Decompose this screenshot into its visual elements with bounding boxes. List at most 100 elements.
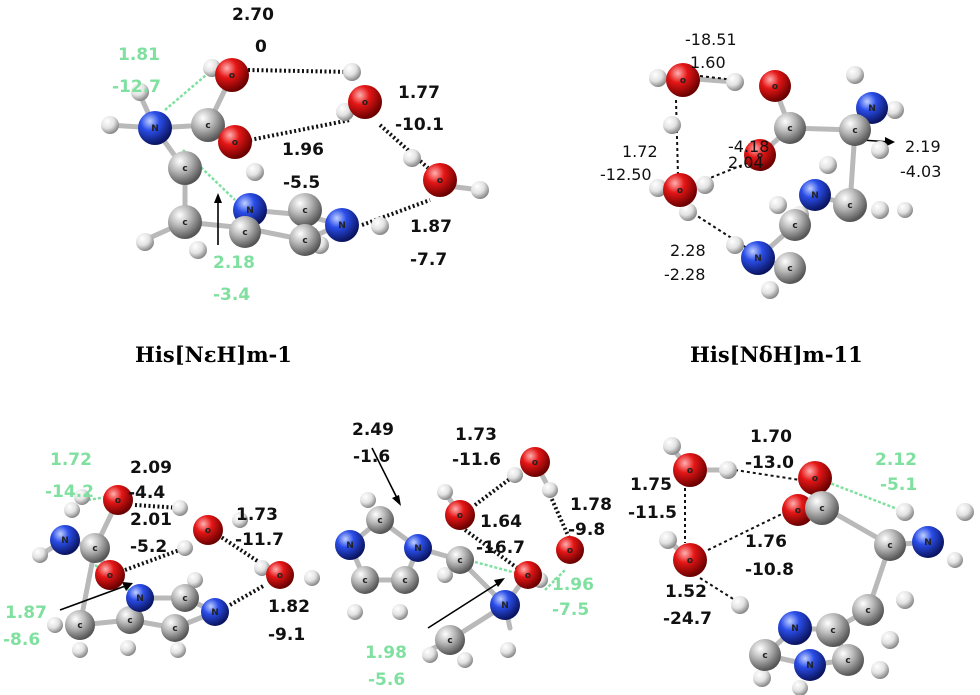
p3-label-d: -4.4 bbox=[128, 483, 165, 503]
atom-letter-c: c bbox=[887, 541, 892, 551]
atom-letter-n: N bbox=[246, 206, 254, 216]
atom-letter-c: c bbox=[787, 124, 792, 134]
p2-label-b: 1.60 bbox=[690, 53, 726, 72]
atom-letter-o: o bbox=[567, 546, 573, 556]
p4-label-i: 1.96 bbox=[552, 575, 594, 595]
p2-label-c: 1.72 bbox=[622, 142, 658, 161]
p5-label-f: -11.5 bbox=[628, 503, 677, 523]
atom-letter-c: c bbox=[847, 201, 852, 211]
atom-letter-c: c bbox=[792, 221, 797, 231]
p5-label-b: -13.0 bbox=[745, 453, 794, 473]
atom-letter-o: o bbox=[680, 76, 686, 86]
panel-1-molecule: N c c o o c N c c c N o o bbox=[101, 58, 489, 259]
atom-letter-o: o bbox=[757, 151, 763, 161]
atom-letter-o: o bbox=[229, 71, 235, 81]
p5-label-j: -24.7 bbox=[663, 609, 712, 629]
p1-label-j: -7.7 bbox=[410, 250, 447, 270]
p4-label-f: -16.7 bbox=[476, 538, 525, 558]
p4-label-k: 1.98 bbox=[365, 643, 407, 663]
panel-3-values: 1.72 -14.2 2.09 -4.4 2.01 -5.2 1.73 -11.… bbox=[3, 450, 310, 650]
atom-letter-c: c bbox=[845, 656, 850, 666]
atom-letter-c: c bbox=[172, 624, 177, 634]
atom-letter-o: o bbox=[677, 186, 683, 196]
p3-label-g: 1.73 bbox=[236, 505, 278, 525]
atom-letter-o: o bbox=[532, 458, 538, 468]
atom-letter-n: N bbox=[791, 624, 799, 634]
atom-letter-c: c bbox=[830, 626, 835, 636]
atom-letter-o: o bbox=[812, 474, 818, 484]
atom-letter-n: N bbox=[61, 536, 69, 546]
panel-2-molecule: o o c o o N c N c c N c bbox=[649, 63, 913, 299]
p3-label-h: -11.7 bbox=[235, 530, 284, 550]
atom-letter-o: o bbox=[772, 82, 778, 92]
atom-letter-c: c bbox=[447, 636, 452, 646]
p5-label-g: 1.76 bbox=[745, 532, 787, 552]
atom-letter-o: o bbox=[687, 556, 693, 566]
p2-label-j: -2.28 bbox=[664, 265, 705, 284]
p2-label-h: -4.03 bbox=[900, 162, 941, 181]
panel-4-molecule: N c N c c o o o o c N c bbox=[335, 447, 584, 668]
atom-letter-c: c bbox=[787, 264, 792, 274]
p1-label-l: -3.4 bbox=[213, 285, 250, 305]
panel-2-title: His[NδH]m-11 bbox=[690, 342, 863, 367]
p4-label-h: -9.8 bbox=[568, 520, 605, 540]
atom-letter-c: c bbox=[205, 121, 210, 131]
atom-letter-c: c bbox=[77, 621, 82, 631]
p3-label-f: -5.2 bbox=[130, 537, 167, 557]
p1-label-i: 1.87 bbox=[410, 217, 452, 237]
atom-letter-c: c bbox=[852, 126, 857, 136]
atom-letter-o: o bbox=[525, 571, 531, 581]
p4-label-a: 2.49 bbox=[352, 420, 394, 440]
atom-letter-o: o bbox=[362, 98, 368, 108]
panel-5-molecule: o o o c o N c c c c N c N bbox=[659, 437, 974, 695]
atom-letter-n: N bbox=[811, 191, 819, 201]
atom-letter-n: N bbox=[924, 538, 932, 548]
p2-label-a: -18.51 bbox=[685, 30, 737, 49]
p2-label-f: 2.04 bbox=[728, 153, 764, 172]
atom-letter-c: c bbox=[377, 516, 382, 526]
atom-letter-c: c bbox=[402, 576, 407, 586]
p4-label-b: -1.6 bbox=[353, 447, 390, 467]
atom-letter-c: c bbox=[302, 206, 307, 216]
atom-letter-o: o bbox=[687, 466, 693, 476]
atom-letter-c: c bbox=[182, 164, 187, 174]
atom-letter-c: c bbox=[302, 236, 307, 246]
atom-letter-c: c bbox=[182, 218, 187, 228]
atom-letter-o: o bbox=[795, 506, 801, 516]
atom-letter-n: N bbox=[211, 608, 219, 618]
atom-letter-o: o bbox=[457, 511, 463, 521]
p3-label-a: 1.72 bbox=[50, 450, 92, 470]
atom-letter-n: N bbox=[338, 221, 346, 231]
p4-label-g: 1.78 bbox=[570, 495, 612, 515]
p3-label-l: -9.1 bbox=[268, 625, 305, 645]
atom-letter-n: N bbox=[754, 254, 762, 264]
atom-letter-n: N bbox=[806, 661, 814, 671]
atom-letter-o: o bbox=[115, 496, 121, 506]
p3-label-e: 2.01 bbox=[130, 510, 172, 530]
panel-1-values: 2.70 0 1.81 -12.7 1.77 -10.1 1.96 -5.5 1… bbox=[112, 5, 452, 367]
p3-label-i: 1.87 bbox=[5, 603, 47, 623]
atom-letter-o: o bbox=[205, 526, 211, 536]
p5-label-a: 1.70 bbox=[750, 427, 792, 447]
atom-letter-n: N bbox=[346, 541, 354, 551]
atom-letter-c: c bbox=[457, 556, 462, 566]
panel-1-title: His[NεH]m-1 bbox=[135, 342, 292, 367]
p1-label-c: 1.81 bbox=[118, 45, 160, 65]
p4-label-d: -11.6 bbox=[452, 450, 501, 470]
panel-4-values: 2.49 -1.6 1.73 -11.6 1.64 -16.7 1.78 -9.… bbox=[352, 420, 612, 690]
p1-label-f: -10.1 bbox=[395, 115, 444, 135]
atom-letter-n: N bbox=[136, 594, 144, 604]
p2-label-e: -4.18 bbox=[728, 137, 769, 156]
p5-label-h: -10.8 bbox=[745, 560, 794, 580]
p5-label-d: -5.1 bbox=[880, 475, 917, 495]
p5-label-e: 1.75 bbox=[630, 475, 672, 495]
p4-label-l: -5.6 bbox=[368, 670, 405, 690]
p3-label-k: 1.82 bbox=[268, 597, 310, 617]
atom-letter-c: c bbox=[819, 504, 824, 514]
atom-letter-n: N bbox=[501, 601, 509, 611]
atom-letter-o: o bbox=[107, 571, 113, 581]
atom-letter-n: N bbox=[414, 544, 422, 554]
p5-label-c: 2.12 bbox=[875, 450, 917, 470]
p5-label-i: 1.52 bbox=[665, 582, 707, 602]
